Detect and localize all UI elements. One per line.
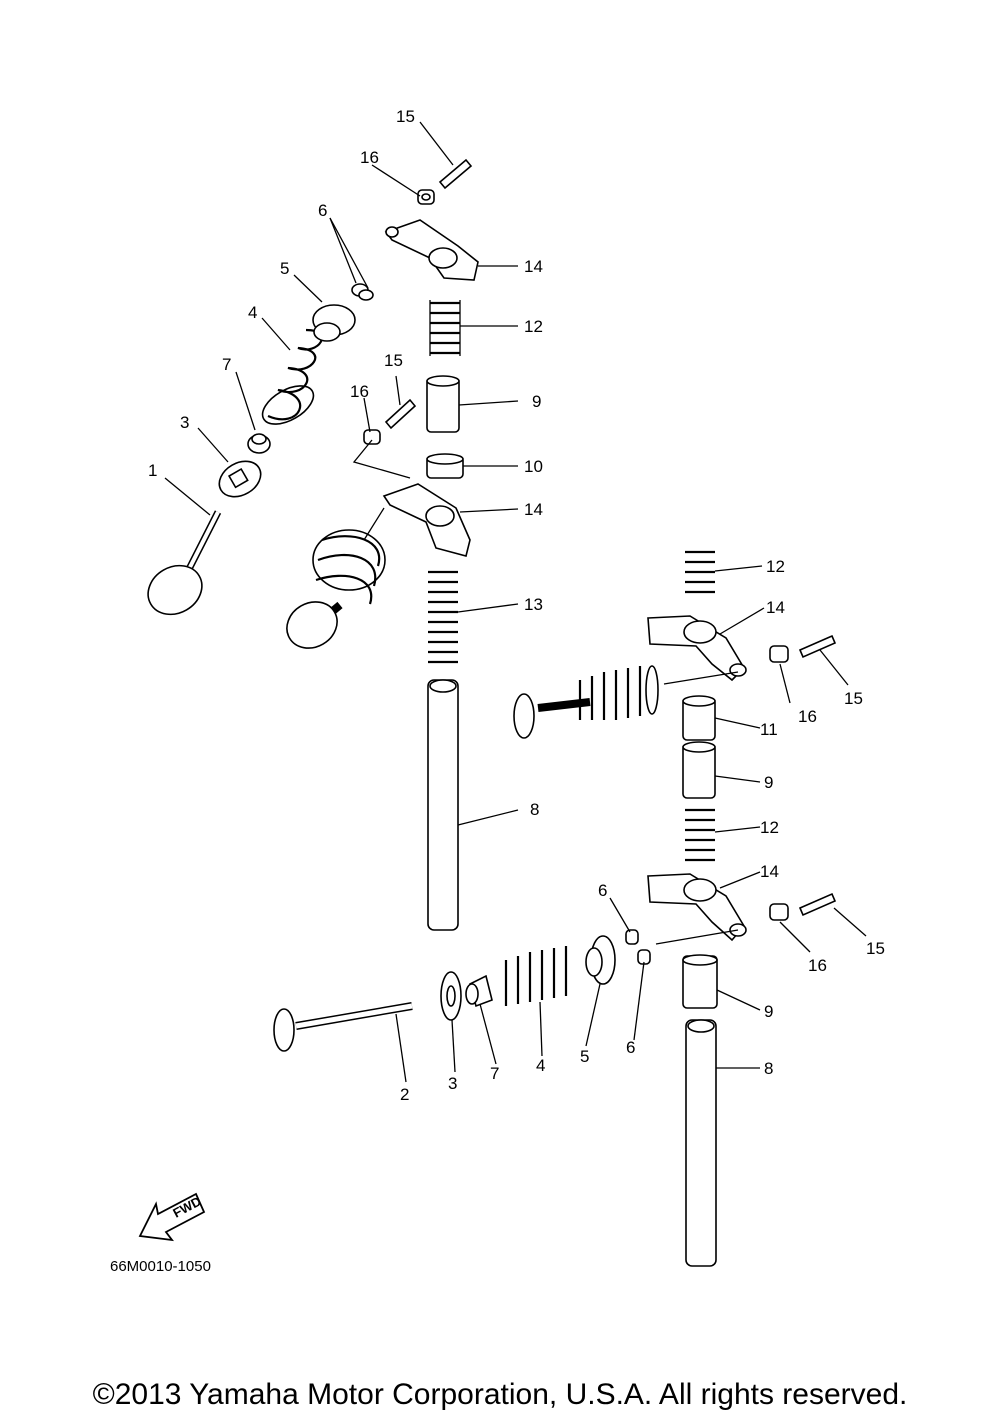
callout-15: 15 [384,351,403,370]
callout-5: 5 [580,1047,589,1066]
callout-11: 11 [760,720,778,739]
valve-spring-retainer-part[interactable] [585,935,616,985]
valve-spring-retainer-part[interactable] [312,304,356,342]
callout-15: 15 [866,939,885,958]
callout-14: 14 [766,598,785,617]
copyright-notice: ©2013 Yamaha Motor Corporation, U.S.A. A… [92,1378,908,1411]
rocker-arm-part[interactable] [382,483,471,557]
callout-8: 8 [530,800,539,819]
callout-12: 12 [524,317,543,336]
locknut-part[interactable] [769,645,789,663]
diagram-code: 66M0010-1050 [110,1258,211,1275]
callout-7: 7 [222,355,231,374]
callout-6: 6 [318,201,327,220]
callout-4: 4 [248,303,257,322]
callout-16: 16 [808,956,827,975]
valve-stem-seal-part[interactable] [247,433,271,454]
callout-9: 9 [532,392,541,411]
adjusting-screw-part[interactable] [438,158,473,190]
callout-13: 13 [524,595,543,614]
spring-seat-washer-part[interactable] [213,454,267,504]
callout-9: 9 [764,1002,773,1021]
exhaust-valve-part[interactable] [273,1002,413,1052]
leader-lines [164,121,867,1083]
intake-valve-part[interactable] [139,510,222,624]
rocker-shaft-collar-part[interactable] [682,954,718,1009]
spring-seat-washer-part[interactable] [440,971,462,1021]
callout-labels: 1 3 7 4 5 6 16 15 14 12 15 16 9 10 14 13… [148,107,885,1104]
adjusting-screw-part[interactable] [798,892,837,917]
rocker-shaft-part[interactable] [685,1019,717,1267]
rocker-spring-part[interactable] [685,808,715,862]
callout-12: 12 [766,557,785,576]
callout-14: 14 [760,862,779,881]
callout-6: 6 [598,881,607,900]
callout-14: 14 [524,257,543,276]
rocker-spacer-part[interactable] [426,453,464,479]
rocker-shaft-collar-part[interactable] [426,375,460,433]
callout-3: 3 [448,1074,457,1093]
callout-16: 16 [360,148,379,167]
rocker-shaft-collar-part[interactable] [682,695,716,741]
rocker-spring-part[interactable] [685,550,715,594]
callout-5: 5 [280,259,289,278]
valve-stem-seal-part[interactable] [465,974,493,1008]
adjusting-screw-part[interactable] [384,398,417,430]
callout-15: 15 [844,689,863,708]
callout-4: 4 [536,1056,545,1075]
callout-16: 16 [350,382,369,401]
locknut-part[interactable] [769,903,789,921]
rocker-arm-part[interactable] [647,615,747,682]
valve-cotter-part[interactable] [625,929,651,965]
callout-12: 12 [760,818,779,837]
adjusting-screw-part[interactable] [798,634,837,659]
valve-spring-part[interactable] [504,946,568,1006]
locknut-part[interactable] [417,189,435,205]
callout-2: 2 [400,1085,409,1104]
callout-7: 7 [490,1064,499,1083]
callout-15: 15 [396,107,415,126]
callout-10: 10 [524,457,543,476]
callout-16: 16 [798,707,817,726]
assembled-valve-part [286,529,386,649]
valve-spring-part[interactable] [256,328,323,432]
callout-1: 1 [148,461,157,480]
rocker-shaft-part[interactable] [427,679,459,931]
callout-14: 14 [524,500,543,519]
assembled-valve-part [513,665,659,739]
locknut-part[interactable] [363,429,381,445]
callout-6: 6 [626,1038,635,1057]
callout-8: 8 [764,1059,773,1078]
callout-3: 3 [180,413,189,432]
fwd-arrow-icon: FWD [138,1192,206,1242]
rocker-arm-part[interactable] [384,219,479,281]
valve-cotter-part[interactable] [351,283,374,301]
rocker-shaft-collar-part[interactable] [682,741,716,799]
rocker-spring-part[interactable] [429,300,461,356]
rocker-spring-long-part[interactable] [428,570,458,664]
callout-9: 9 [764,773,773,792]
